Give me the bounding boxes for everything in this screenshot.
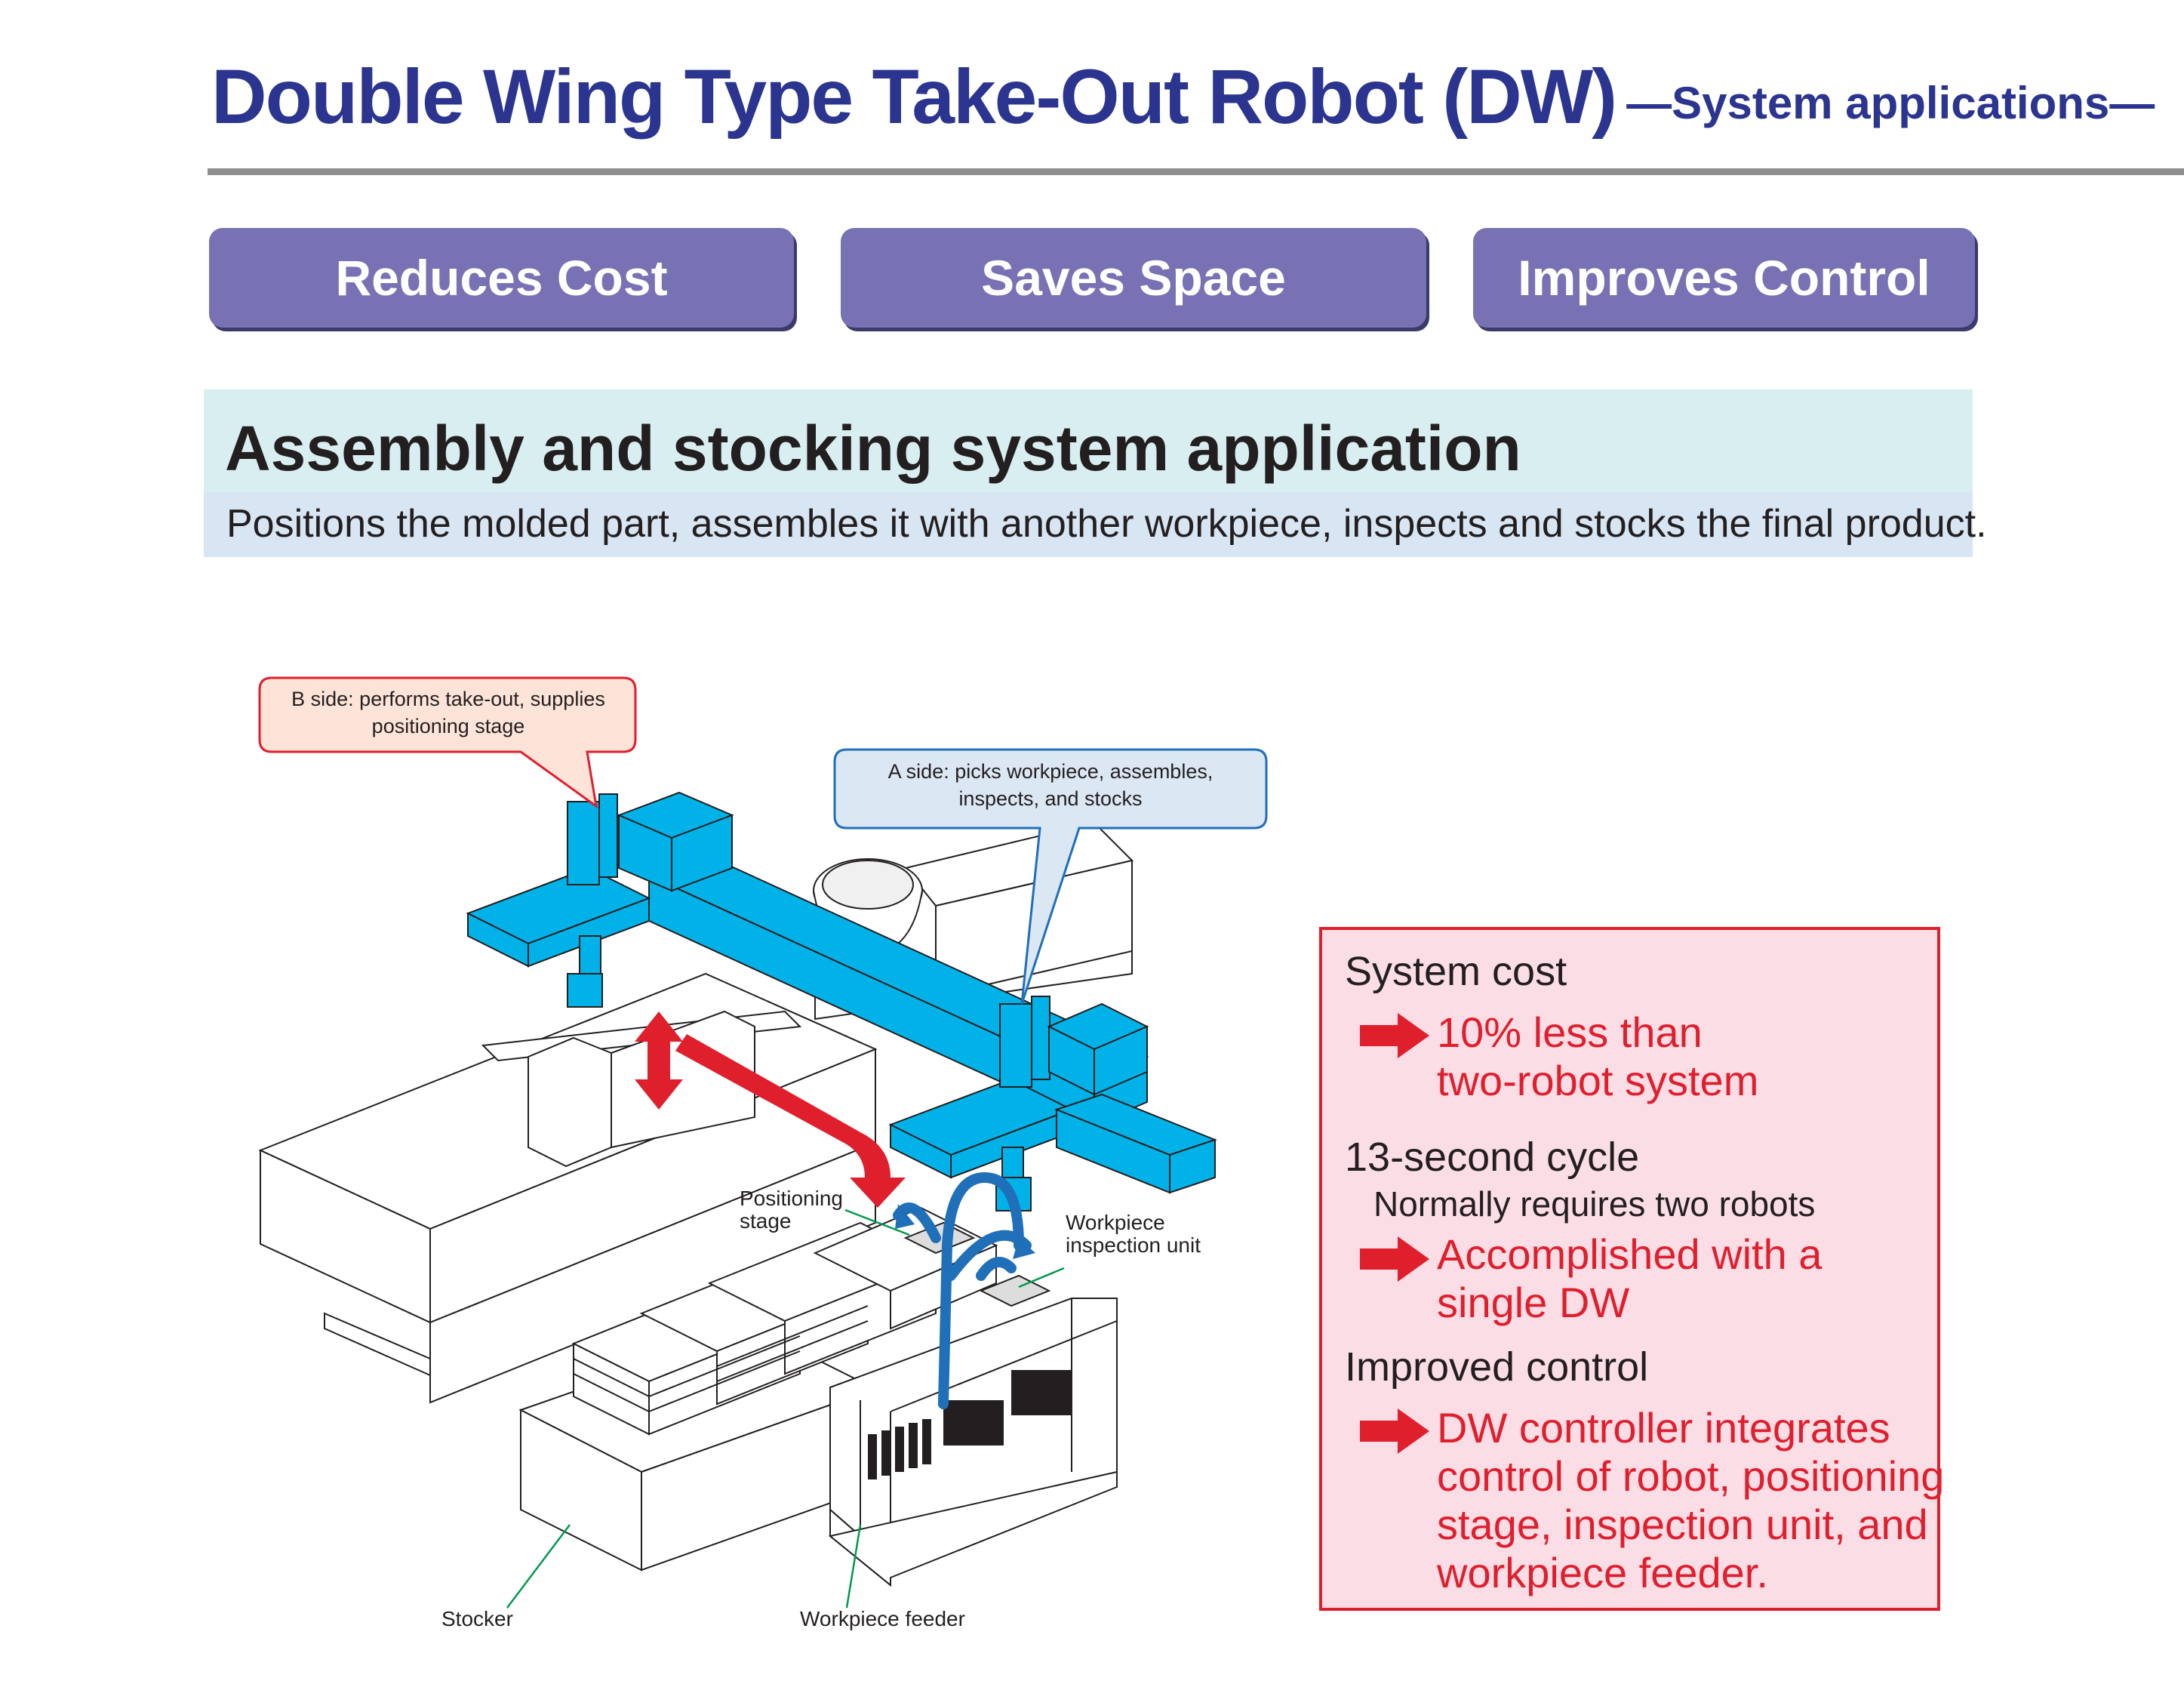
cycle-result-line1: Accomplished with a	[1437, 1230, 1823, 1278]
application-heading-bar: Assembly and stocking system application	[204, 389, 1973, 492]
label-workpiece-feeder: Workpiece feeder	[800, 1607, 965, 1630]
callout-b-side	[258, 676, 637, 809]
cycle-note: Normally requires two robots	[1373, 1184, 1816, 1224]
control-arrow-icon	[1360, 1409, 1429, 1454]
label-inspection-unit: Workpiece inspection unit	[1066, 1211, 1201, 1257]
control-heading: Improved control	[1345, 1344, 1649, 1390]
cost-result: 10% less than two-robot system	[1437, 1008, 1758, 1105]
label-positioning-line1: Positioning	[740, 1187, 843, 1210]
control-result-line1: DW controller integrates	[1437, 1404, 1890, 1452]
application-heading: Assembly and stocking system application	[225, 413, 1521, 484]
label-positioning-stage: Positioning stage	[740, 1187, 843, 1233]
benefit-improves-control: Improves Control	[1473, 228, 1975, 328]
cycle-arrow-icon	[1360, 1236, 1429, 1282]
control-result-line2: control of robot, positioning	[1437, 1452, 1945, 1500]
application-description-bar: Positions the molded part, assembles it …	[204, 492, 1987, 557]
benefit-reduces-cost: Reduces Cost	[209, 228, 794, 328]
page-title: Double Wing Type Take-Out Robot (DW)—Sys…	[211, 53, 2155, 141]
cost-heading: System cost	[1345, 949, 1567, 994]
application-description: Positions the molded part, assembles it …	[226, 502, 1987, 546]
cycle-heading: 13-second cycle	[1345, 1135, 1640, 1180]
control-result: DW controller integrates control of robo…	[1437, 1404, 1944, 1597]
cycle-result: Accomplished with a single DW	[1437, 1230, 1822, 1327]
callout-a-line2: inspects, and stocks	[958, 787, 1143, 810]
label-inspection-line2: inspection unit	[1066, 1233, 1201, 1257]
title-main: Double Wing Type Take-Out Robot (DW)	[211, 54, 1617, 140]
molding-machine	[258, 821, 1134, 1404]
cost-result-line2: two-robot system	[1437, 1057, 1759, 1104]
benefit-saves-space: Saves Space	[841, 228, 1426, 328]
take-out-arrows	[635, 1011, 906, 1208]
dw-robot	[466, 791, 1217, 1211]
benefits-info-box: System cost 10% less than two-robot syst…	[1319, 927, 1944, 1611]
label-stocker: Stocker	[441, 1607, 513, 1630]
title-subtitle: —System applications—	[1626, 78, 2155, 128]
callout-b-text: B side: performs take-out, supplies posi…	[264, 685, 632, 740]
cycle-result-line2: single DW	[1437, 1279, 1630, 1326]
callout-b-line2: positioning stage	[371, 715, 525, 737]
transfer-arrowheads	[895, 1204, 1035, 1259]
label-positioning-line2: stage	[740, 1209, 792, 1233]
control-result-line3: stage, inspection unit, and	[1437, 1501, 1928, 1548]
leader-lines	[506, 1208, 1065, 1609]
cost-arrow-icon	[1360, 1013, 1429, 1058]
callout-a-text: A side: picks workpiece, assembles, insp…	[838, 758, 1263, 812]
control-result-line4: workpiece feeder.	[1437, 1549, 1768, 1596]
cost-result-line1: 10% less than	[1437, 1008, 1703, 1056]
callout-a-side	[833, 748, 1268, 1005]
label-inspection-line1: Workpiece	[1066, 1211, 1165, 1234]
title-divider	[208, 168, 2184, 175]
callout-a-line1: A side: picks workpiece, assembles,	[887, 760, 1214, 783]
callout-b-line1: B side: performs take-out, supplies	[291, 688, 605, 710]
feeder-parts	[868, 1370, 1072, 1479]
